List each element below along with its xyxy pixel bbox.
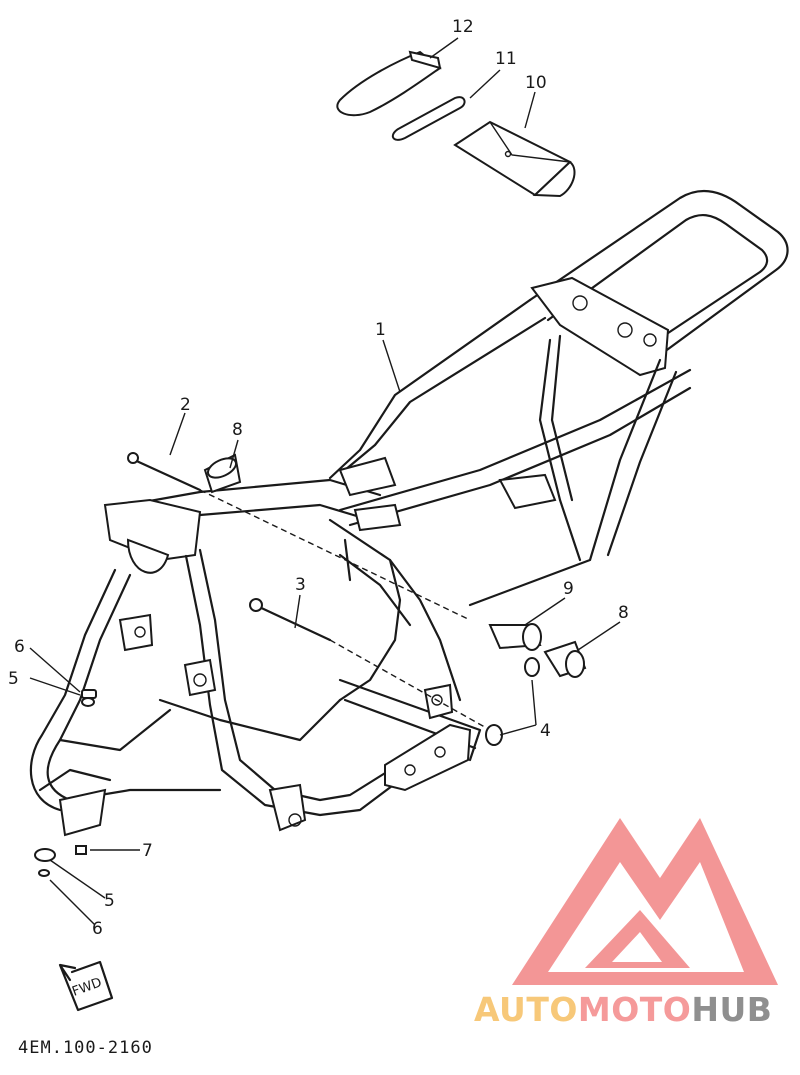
callout-9: 9	[563, 579, 574, 599]
part-12-owner-manual-bag	[336, 50, 442, 117]
callout-4: 4	[540, 721, 551, 741]
part-11-strip	[391, 96, 466, 141]
part-4-nut-upper	[524, 657, 540, 677]
part-6-washer-upper	[81, 697, 95, 707]
part-5-spacer-upper	[81, 689, 97, 699]
callout-1: 1	[375, 320, 386, 340]
part-8-collar-upper	[203, 453, 242, 494]
part-1-main-frame	[29, 189, 789, 837]
callout-8-upper: 8	[232, 420, 243, 440]
callout-8-right: 8	[618, 603, 629, 623]
fwd-arrow-mark: FWD	[58, 960, 114, 1012]
wordmark-hub: HUB	[691, 990, 773, 1029]
fwd-label: FWD	[70, 975, 104, 999]
callout-6-lower: 6	[92, 919, 103, 939]
callout-5-upper: 5	[8, 669, 19, 689]
part-9-collar	[488, 623, 542, 651]
callout-7: 7	[142, 841, 153, 861]
drawing-code: 4EM.100-2160	[18, 1038, 153, 1058]
wordmark-auto: AUTO	[474, 990, 578, 1029]
callout-10: 10	[525, 73, 547, 93]
part-4-nut-lower	[485, 724, 503, 746]
leader-lines	[29, 37, 621, 926]
part-8-collar-right	[543, 640, 587, 678]
watermark-logo	[512, 818, 778, 985]
callout-11: 11	[495, 49, 517, 69]
part-5-spacer-lower	[34, 848, 56, 862]
watermark-wordmark: AUTOMOTOHUB	[474, 990, 772, 1029]
part-3-bolt	[249, 598, 491, 731]
part-7-clip	[75, 845, 87, 855]
part-6-washer-lower	[38, 869, 50, 877]
wordmark-moto: MOTO	[577, 990, 692, 1029]
callout-12: 12	[452, 17, 474, 37]
callout-3: 3	[295, 575, 306, 595]
part-10-tool-case	[453, 120, 576, 198]
part-2-bolt	[127, 452, 471, 621]
callout-2: 2	[180, 395, 191, 415]
callout-5-lower: 5	[104, 891, 115, 911]
callout-6-upper: 6	[14, 637, 25, 657]
